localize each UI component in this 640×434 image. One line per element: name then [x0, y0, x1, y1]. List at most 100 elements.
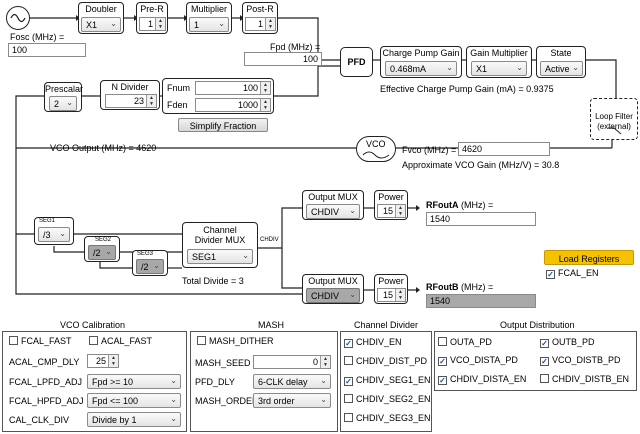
chdiv-seg2-en-checkbox[interactable]: CHDIV_SEG2_EN: [344, 394, 431, 404]
seg1-label: SEG1: [39, 218, 56, 224]
spinner-icon[interactable]: ▲▼: [146, 95, 156, 107]
vco-distb-pd-checkbox[interactable]: ✓VCO_DISTB_PD: [540, 355, 621, 366]
spinner-icon[interactable]: ▲▼: [260, 99, 270, 111]
fpd-value: 100: [244, 52, 322, 66]
fosc-input[interactable]: 100: [8, 43, 86, 57]
vco-dista-pd-checkbox[interactable]: ✓VCO_DISTA_PD: [438, 355, 518, 366]
chevron-down-icon: ⌄: [110, 19, 117, 28]
n-divider-input[interactable]: 23▲▼: [105, 94, 157, 108]
state-select[interactable]: Active⌄: [540, 61, 583, 76]
output-mux-a-select[interactable]: CHDIV⌄: [306, 204, 360, 219]
loop-filter-block: Loop Filter (external): [590, 98, 638, 140]
spinner-icon[interactable]: ▲▼: [260, 82, 270, 94]
chdiv-distb-en-checkbox[interactable]: CHDIV_DISTB_EN: [540, 374, 629, 384]
seg2-block: SEG2 /2⌄: [84, 236, 120, 262]
fcal-lpfd-adj-label: FCAL_LPFD_ADJ: [9, 377, 83, 387]
outa-pd-checkbox[interactable]: OUTA_PD: [438, 337, 492, 347]
post-r-value: 1: [257, 19, 263, 29]
power-a-input[interactable]: 15▲▼: [377, 204, 406, 218]
fosc-label: Fosc (MHz) =: [10, 32, 65, 42]
seg1-block: SEG1 /3⌄: [34, 217, 74, 245]
doubler-value: X1: [86, 20, 98, 30]
fvco-input[interactable]: 4620: [458, 142, 550, 156]
fnum-label: Fnum: [167, 83, 191, 93]
fnum-input[interactable]: 100▲▼: [195, 81, 271, 95]
filter-icon: [608, 127, 622, 135]
spinner-icon[interactable]: ▲▼: [320, 356, 330, 368]
n-divider-value: 23: [133, 96, 144, 106]
vco-output-label: VCO Output (MHz) = 4620: [50, 143, 157, 153]
seg1-select[interactable]: /3⌄: [38, 227, 70, 242]
chevron-down-icon: ⌄: [242, 251, 249, 260]
simplify-fraction-button[interactable]: Simplify Fraction: [178, 118, 268, 132]
spinner-icon[interactable]: ▲▼: [265, 18, 275, 30]
rfout-a-name: RFoutA: [426, 200, 459, 210]
doubler-select[interactable]: X1 ⌄: [81, 17, 121, 32]
outb-pd-checkbox[interactable]: ✓OUTB_PD: [540, 337, 595, 348]
chdiv-dist-pd-checkbox[interactable]: CHDIV_DIST_PD: [344, 356, 427, 366]
chevron-down-icon: ⌄: [153, 261, 160, 270]
checkbox-icon: [540, 374, 549, 383]
pre-r-input[interactable]: 1▲▼: [139, 17, 166, 31]
mash-seed-input[interactable]: 0▲▼: [253, 355, 331, 369]
fcal-fast-checkbox[interactable]: FCAL_FAST: [9, 336, 72, 346]
fcal-en-checkbox[interactable]: ✓FCAL_EN: [546, 268, 599, 279]
multiplier-value: 1: [194, 20, 200, 30]
mash-seed-value: 0: [312, 357, 318, 367]
seg3-select[interactable]: /2⌄: [136, 259, 164, 274]
gain-mult-value: X1: [476, 64, 488, 74]
chdiv-seg1-en-label: CHDIV_SEG1_EN: [356, 375, 431, 385]
output-mux-b-label: Output MUX: [308, 276, 358, 286]
fcal-hpfd-adj-select[interactable]: Fpd <= 100⌄: [87, 393, 181, 408]
gain-multiplier-block: Gain Multiplier X1⌄: [466, 46, 532, 78]
chevron-down-icon: ⌄: [572, 63, 579, 72]
output-mux-a-value: CHDIV: [311, 207, 340, 217]
chevron-down-icon: ⌄: [349, 290, 356, 299]
mash-order-select[interactable]: 3rd order⌄: [253, 393, 331, 408]
chdiv-dista-en-checkbox[interactable]: ✓CHDIV_DISTA_EN: [438, 374, 526, 385]
cp-gain-label: Charge Pump Gain: [382, 48, 460, 58]
fden-input[interactable]: 1000▲▼: [195, 98, 271, 112]
cp-gain-select[interactable]: 0.468mA⌄: [385, 61, 457, 76]
load-registers-button[interactable]: Load Registers: [544, 250, 634, 265]
n-divider-block: N Divider 23▲▼: [100, 80, 160, 110]
spinner-icon[interactable]: ▲▼: [395, 289, 405, 301]
spinner-icon[interactable]: ▲▼: [395, 205, 405, 217]
post-r-block: Post-R 1▲▼: [242, 2, 278, 34]
chdiv-en-checkbox[interactable]: ✓CHDIV_EN: [344, 337, 402, 348]
total-divide-text: Total Divide = 3: [182, 276, 244, 286]
seg2-select[interactable]: /2⌄: [88, 245, 116, 260]
channel-mux-select[interactable]: SEG1 ⌄: [187, 249, 253, 264]
spinner-icon[interactable]: ▲▼: [108, 355, 118, 367]
channel-mux-value: SEG1: [192, 252, 217, 262]
prescalar-select[interactable]: 2⌄: [49, 96, 77, 111]
post-r-input[interactable]: 1▲▼: [245, 17, 276, 31]
output-mux-a-label: Output MUX: [308, 192, 358, 202]
prescalar-value: 2: [54, 99, 60, 109]
power-a-value: 15: [382, 206, 393, 216]
checkbox-icon: ✓: [546, 270, 555, 279]
pre-r-label: Pre-R: [140, 4, 164, 14]
fcal-lpfd-adj-select[interactable]: Fpd >= 10⌄: [87, 374, 181, 389]
spinner-icon[interactable]: ▲▼: [155, 18, 165, 30]
cal-clk-div-value: Divide by 1: [92, 415, 137, 425]
acal-fast-checkbox[interactable]: ACAL_FAST: [89, 336, 152, 346]
chdiv-seg3-en-checkbox[interactable]: CHDIV_SEG3_EN: [344, 413, 431, 423]
fcal-hpfd-adj-label: FCAL_HPFD_ADJ: [9, 396, 84, 406]
checkbox-icon: [197, 336, 206, 345]
multiplier-select[interactable]: 1⌄: [189, 17, 229, 32]
pfd-dly-select[interactable]: 6-CLK delay⌄: [253, 374, 331, 389]
power-b-input[interactable]: 15▲▼: [377, 288, 406, 302]
pfd-dly-label: PFD_DLY: [195, 377, 235, 387]
output-mux-b-select[interactable]: CHDIV⌄: [306, 288, 360, 303]
chdiv-seg1-en-checkbox[interactable]: ✓CHDIV_SEG1_EN: [344, 375, 431, 386]
mash-dither-checkbox[interactable]: MASH_DITHER: [197, 336, 274, 346]
mash-seed-label: MASH_SEED: [195, 358, 251, 368]
acal-cmp-dly-input[interactable]: 25▲▼: [87, 354, 119, 368]
gain-mult-select[interactable]: X1⌄: [471, 61, 527, 76]
cal-clk-div-select[interactable]: Divide by 1⌄: [87, 412, 181, 427]
fden-value: 1000: [237, 100, 258, 110]
vco-gain-text: Approximate VCO Gain (MHz/V) = 30.8: [402, 160, 560, 170]
pfd-dly-value: 6-CLK delay: [258, 377, 308, 387]
outb-pd-label: OUTB_PD: [552, 337, 595, 347]
